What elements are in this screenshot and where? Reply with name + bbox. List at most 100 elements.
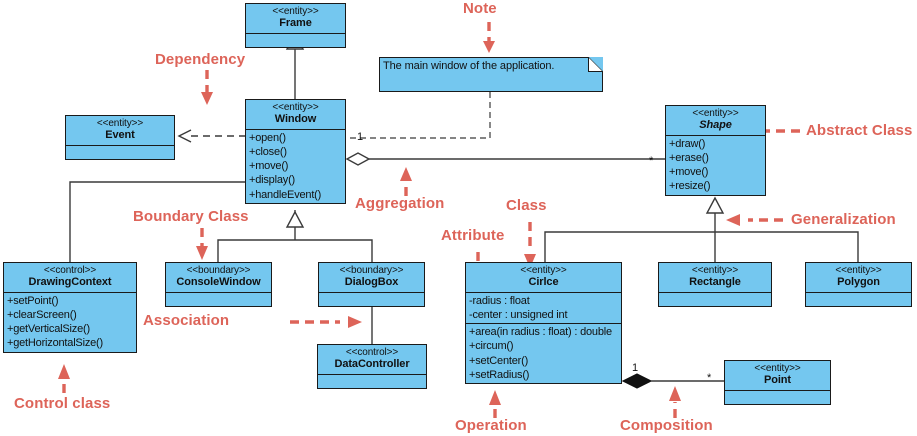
- member-row: +resize(): [669, 180, 711, 193]
- member-row: -radius : float: [469, 294, 530, 307]
- aggregation-diamond: [345, 152, 371, 166]
- class-box-point[interactable]: <<entity>> Point: [724, 360, 831, 405]
- class-box-dialogbox[interactable]: <<boundary>> DialogBox: [318, 262, 425, 307]
- class-name-consolewindow: ConsoleWindow: [176, 276, 261, 289]
- class-stereotype-dialogbox: <<boundary>>: [339, 265, 404, 276]
- member-row: -center : unsigned int: [469, 308, 568, 321]
- note-text: The main window of the application.: [383, 60, 555, 72]
- class-box-datacontroller[interactable]: <<control>> DataController: [317, 344, 427, 389]
- annotation-label-generalization: Generalization: [791, 211, 896, 228]
- member-row: +circum(): [469, 340, 514, 353]
- dependency-window-event-arrow: [177, 129, 192, 143]
- note-box[interactable]: The main window of the application.: [379, 57, 603, 92]
- class-header-drawingcontext: <<control>> DrawingContext: [4, 263, 136, 293]
- class-attributes-consolewindow: [166, 293, 271, 306]
- annotation-label-control-class: Control class: [14, 395, 111, 412]
- class-name-event: Event: [105, 129, 135, 142]
- generalization-subwindows-bus: [217, 239, 373, 262]
- member-row: +move(): [249, 160, 289, 173]
- annotation-arrow-association-head: [348, 316, 362, 328]
- class-header-consolewindow: <<boundary>> ConsoleWindow: [166, 263, 271, 293]
- annotation-arrow-control-head: [58, 364, 70, 379]
- class-box-polygon[interactable]: <<entity>> Polygon: [805, 262, 912, 307]
- class-stereotype-drawingcontext: <<control>>: [43, 265, 97, 276]
- class-box-drawingcontext[interactable]: <<control>> DrawingContext +setPoint() +…: [3, 262, 137, 353]
- member-row: +draw(): [669, 137, 706, 150]
- class-operations-drawingcontext: +setPoint() +clearScreen() +getVerticalS…: [4, 293, 136, 352]
- class-header-event: <<entity>> Event: [66, 116, 174, 146]
- member-row: +setCenter(): [469, 354, 529, 367]
- annotation-label-note: Note: [463, 0, 497, 17]
- class-box-shape[interactable]: <<entity>> Shape +draw() +erase() +move(…: [665, 105, 766, 196]
- annotation-arrow-dependency-head: [201, 92, 213, 105]
- class-header-shape: <<entity>> Shape: [666, 106, 765, 136]
- class-header-polygon: <<entity>> Polygon: [806, 263, 911, 293]
- annotation-label-association: Association: [143, 312, 230, 329]
- class-stereotype-circle: <<entity>>: [520, 265, 567, 276]
- multiplicity-shape: *: [649, 155, 654, 167]
- class-attributes-point: [725, 391, 830, 404]
- class-stereotype-polygon: <<entity>>: [835, 265, 882, 276]
- class-box-circle[interactable]: <<entity>> Cirlce -radius : float -cente…: [465, 262, 622, 385]
- class-name-frame: Frame: [279, 17, 312, 30]
- member-row: +area(in radius : float) : double: [469, 326, 612, 339]
- class-attributes-datacontroller: [318, 375, 426, 388]
- class-name-dialogbox: DialogBox: [344, 276, 399, 289]
- note-shape: [379, 57, 603, 92]
- member-row: +clearScreen(): [7, 308, 77, 321]
- class-header-rectangle: <<entity>> Rectangle: [659, 263, 771, 293]
- annotation-arrow-generalization-head: [726, 214, 740, 226]
- class-name-rectangle: Rectangle: [689, 276, 741, 289]
- class-name-polygon: Polygon: [837, 276, 880, 289]
- class-attributes-frame: [246, 34, 345, 47]
- class-attributes-rectangle: [659, 293, 771, 306]
- annotation-arrow-note-head: [483, 41, 495, 53]
- class-header-dialogbox: <<boundary>> DialogBox: [319, 263, 424, 293]
- class-box-event[interactable]: <<entity>> Event: [65, 115, 175, 160]
- class-header-point: <<entity>> Point: [725, 361, 830, 391]
- class-attributes-dialogbox: [319, 293, 424, 306]
- member-row: +display(): [249, 174, 295, 187]
- multiplicity-window: 1: [357, 131, 364, 143]
- generalization-shapes-bus: [544, 231, 859, 262]
- class-stereotype-point: <<entity>>: [754, 363, 801, 374]
- multiplicity-point: *: [707, 372, 712, 384]
- annotation-arrow-boundary-head: [196, 246, 208, 260]
- class-stereotype-rectangle: <<entity>>: [691, 265, 739, 276]
- class-header-frame: <<entity>> Frame: [246, 4, 345, 34]
- class-box-window[interactable]: <<entity>> Window +open() +close() +move…: [245, 99, 346, 204]
- class-stereotype-window: <<entity>>: [272, 102, 319, 113]
- class-stereotype-event: <<entity>>: [96, 118, 144, 129]
- class-name-drawingcontext: DrawingContext: [28, 276, 112, 289]
- class-stereotype-frame: <<entity>>: [272, 6, 319, 17]
- class-box-frame[interactable]: <<entity>> Frame: [245, 3, 346, 48]
- class-name-window: Window: [274, 113, 317, 126]
- member-row: +setPoint(): [7, 294, 59, 307]
- generalization-subwindows-arrow: [285, 210, 305, 228]
- class-stereotype-consolewindow: <<boundary>>: [186, 265, 251, 276]
- member-row: +getHorizontalSize(): [7, 337, 103, 350]
- annotation-arrow-operation-head: [489, 390, 501, 405]
- class-header-circle: <<entity>> Cirlce: [466, 263, 621, 293]
- member-row: +getVerticalSize(): [7, 323, 90, 336]
- generalization-shapes-arrow: [705, 196, 725, 214]
- annotation-arrow-composition-head: [669, 386, 681, 401]
- member-row: +move(): [669, 166, 709, 179]
- annotation-label-class: Class: [506, 197, 547, 214]
- multiplicity-circle: 1: [632, 362, 639, 374]
- class-operations-circle: +area(in radius : float) : double +circu…: [466, 324, 621, 383]
- class-stereotype-datacontroller: <<control>>: [345, 347, 399, 358]
- class-attributes-event: [66, 146, 174, 159]
- annotation-label-operation: Operation: [455, 417, 527, 434]
- class-name-point: Point: [764, 374, 791, 387]
- annotation-label-dependency: Dependency: [155, 51, 246, 68]
- annotation-label-composition: Composition: [620, 417, 713, 434]
- class-header-datacontroller: <<control>> DataController: [318, 345, 426, 375]
- annotation-arrow-aggregation-head: [400, 167, 412, 181]
- class-operations-shape: +draw() +erase() +move() +resize(): [666, 136, 765, 195]
- class-stereotype-shape: <<entity>>: [692, 108, 739, 119]
- member-row: +setRadius(): [469, 368, 530, 381]
- class-box-consolewindow[interactable]: <<boundary>> ConsoleWindow: [165, 262, 272, 307]
- class-box-rectangle[interactable]: <<entity>> Rectangle: [658, 262, 772, 307]
